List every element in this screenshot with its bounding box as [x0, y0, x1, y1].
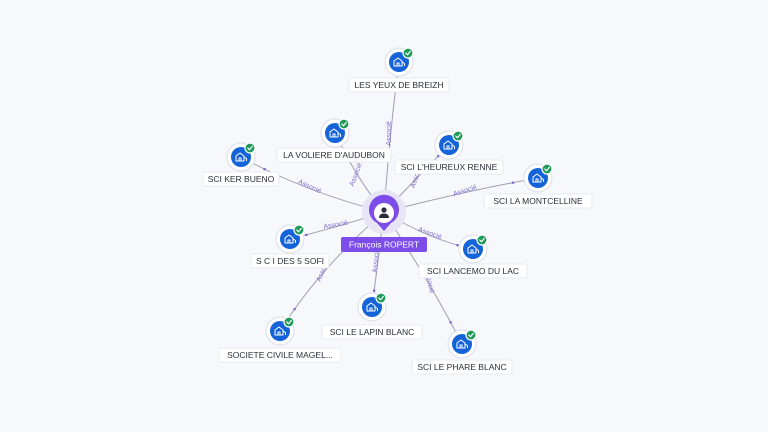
center-person-node[interactable]: François ROPERT: [341, 190, 427, 252]
company-name: S C I DES 5 SOFI: [256, 256, 324, 266]
edge-label: Associé: [452, 184, 478, 198]
edge-arrow: [293, 307, 296, 311]
company-node-societe-civile-magel[interactable]: SOCIETE CIVILE MAGEL...: [218, 316, 342, 363]
verified-check-icon: [476, 234, 488, 246]
edge-label: Associé: [386, 121, 393, 146]
edge-label: Associé: [297, 179, 322, 196]
person-icon: [379, 207, 389, 218]
node-circle: [389, 52, 409, 72]
verified-check-icon: [338, 118, 350, 130]
node-circle: [452, 334, 472, 354]
company-node-la-voliere-d-audubon[interactable]: LA VOLIERE D'AUDUBON: [276, 118, 392, 163]
edge-arrow: [449, 321, 452, 324]
edge-label: Associé: [372, 248, 381, 273]
company-name: LES YEUX DE BREIZH: [354, 80, 443, 90]
building-icon: [467, 244, 479, 254]
company-label-background: [250, 253, 330, 269]
edge-label: Associé: [349, 162, 364, 188]
node-circle: [528, 168, 548, 188]
node-circle: [231, 147, 251, 167]
company-label-background: [202, 171, 280, 187]
verified-check-icon: [283, 316, 295, 328]
nodes-layer: LES YEUX DE BREIZH LA VOLIERE D'AUDUBON SC…: [202, 47, 593, 375]
verified-check-icon: [465, 329, 477, 341]
company-node-sci-le-lapin-blanc[interactable]: SCI LE LAPIN BLANC: [321, 292, 423, 340]
company-label-background: [321, 324, 423, 340]
edge-arrow: [511, 181, 515, 184]
node-circle: [362, 297, 382, 317]
edge-label: Associé: [423, 268, 435, 294]
company-name: SCI LE PHARE BLANC: [417, 362, 506, 372]
node-circle: [463, 239, 483, 259]
verified-check-icon: [402, 47, 414, 59]
company-name: SCI LANCEMO DU LAC: [427, 266, 519, 276]
verified-check-icon: [293, 224, 305, 236]
node-circle: [325, 123, 345, 143]
company-node-sci-le-phare-blanc[interactable]: SCI LE PHARE BLANC: [411, 329, 513, 375]
company-label-background: [483, 193, 593, 209]
company-name: SCI L'HEUREUX RENNE: [401, 162, 498, 172]
company-node-sci-la-montcelline[interactable]: SCI LA MONTCELLINE: [483, 163, 593, 209]
company-node-sci-l-heureux-renne[interactable]: SCI L'HEUREUX RENNE: [394, 130, 504, 175]
building-icon: [366, 302, 378, 312]
building-icon: [532, 173, 544, 183]
edge-arrow: [263, 167, 266, 171]
company-node-les-yeux-de-breizh[interactable]: LES YEUX DE BREIZH: [348, 47, 450, 93]
building-icon: [235, 152, 247, 162]
verified-check-icon: [452, 130, 464, 142]
company-name: SOCIETE CIVILE MAGEL...: [227, 350, 333, 360]
node-circle: [439, 135, 459, 155]
building-icon: [443, 140, 455, 150]
company-label-background: [418, 263, 528, 279]
verified-check-icon: [541, 163, 553, 175]
edge-arrow: [305, 233, 308, 237]
company-label-background: [411, 359, 513, 375]
building-icon: [284, 234, 296, 244]
company-label-background: [348, 77, 450, 93]
edge-arrow: [456, 243, 459, 247]
building-icon: [456, 339, 468, 349]
node-circle: [270, 321, 290, 341]
company-name: LA VOLIERE D'AUDUBON: [283, 150, 385, 160]
building-icon: [329, 128, 341, 138]
company-node-sci-lancemo-du-lac[interactable]: SCI LANCEMO DU LAC: [418, 234, 528, 279]
company-label-background: [276, 147, 392, 163]
company-name: SCI KER BUENO: [208, 174, 275, 184]
company-name: SCI LE LAPIN BLANC: [330, 327, 415, 337]
company-name: SCI LA MONTCELLINE: [493, 196, 583, 206]
company-node-s-c-i-des-5-sofi[interactable]: S C I DES 5 SOFI: [250, 224, 330, 269]
verified-check-icon: [375, 292, 387, 304]
node-circle: [280, 229, 300, 249]
center-label-background: [341, 237, 427, 252]
company-label-background: [218, 347, 342, 363]
edge-arrow: [372, 289, 376, 292]
edge-label: Associé: [323, 220, 348, 231]
company-node-sci-ker-bueno[interactable]: SCI KER BUENO: [202, 142, 280, 187]
center-inner-circle: [374, 203, 394, 223]
company-label-background: [394, 159, 504, 175]
center-person-name: François ROPERT: [349, 240, 419, 250]
building-icon: [274, 326, 286, 336]
verified-check-icon: [244, 142, 256, 154]
building-icon: [393, 57, 405, 67]
